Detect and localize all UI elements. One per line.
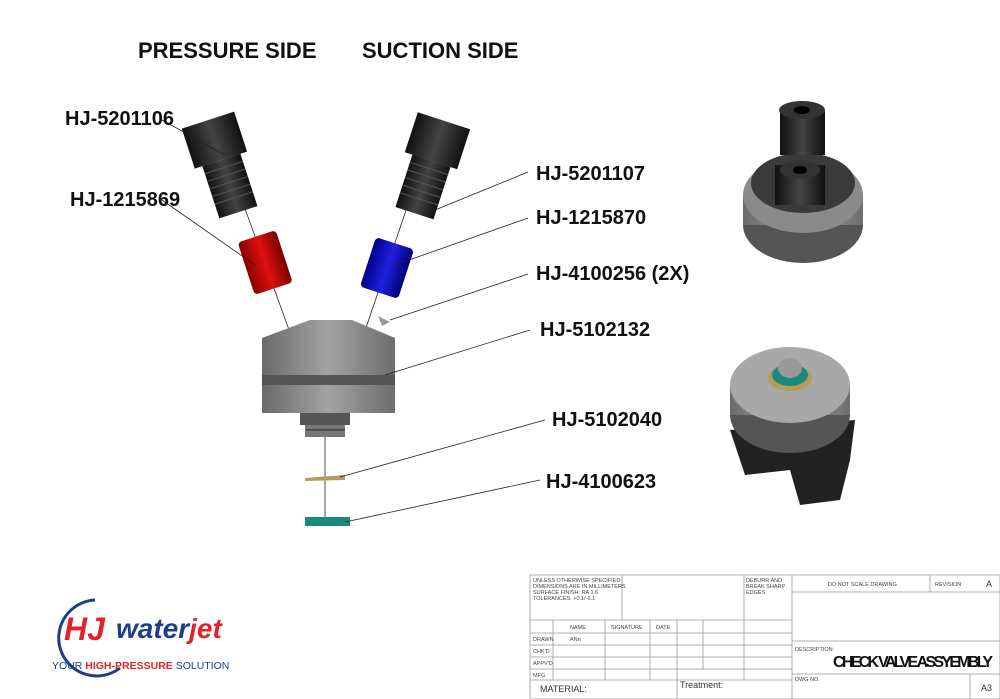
part-label: HJ-1215869 [70,189,180,211]
spec-note: SURFACE FINISH: RA 1.6 [533,590,598,596]
part-label: HJ-5201106 [65,108,174,130]
spec-note: DIMENSIONS ARE IN MILLIMETERS [533,584,626,590]
heading-pressure-side: PRESSURE SIDE [138,38,317,63]
part-label: HJ-4100256 (2X) [536,263,689,285]
drawn-name: ANn [570,637,581,643]
title-block: UNLESS OTHERWISE SPECIFIED: DIMENSIONS A… [529,574,1000,699]
spec-note: TOLERANCES: +0.1/-0.1 [533,596,595,602]
svg-text:DRAWN: DRAWN [533,637,554,643]
svg-text:MFG: MFG [533,673,545,679]
svg-text:YOUR HIGH-PRESSURE SOLUTION: YOUR HIGH-PRESSURE SOLUTION [52,660,229,672]
part-label: HJ-5102040 [552,409,662,431]
treatment-label: Treatment: [680,680,723,690]
washer [305,475,345,481]
part-label: HJ-5201107 [536,163,645,185]
seat-blue [360,238,414,298]
seat-red [238,231,292,294]
part-label: HJ-4100623 [546,471,656,493]
svg-text:CHK'D: CHK'D [533,649,550,655]
svg-text:NAME: NAME [570,625,586,631]
fitting-pressure [181,111,258,219]
part-label: HJ-5102132 [540,319,650,341]
exploded-view [181,111,471,526]
svg-text:DESCRIPTION:: DESCRIPTION: [795,647,835,653]
svg-text:SIGNATURE: SIGNATURE [611,625,643,631]
description: CHECK VALVE ASSYEMBLY [833,654,993,671]
fitting-suction [395,112,471,220]
iso-view-bottom [730,347,855,505]
ball [378,316,390,326]
valve-body [262,320,395,437]
deburr-note: EDGES [746,590,766,596]
svg-text:HJ: HJ [64,611,106,647]
material-label: MATERIAL: [540,684,587,694]
company-logo: HJ waterjet YOUR HIGH-PRESSURE SOLUTION [52,598,229,678]
dwg-no-label: DWG NO. [795,677,820,683]
svg-text:DATE: DATE [656,625,671,631]
deburr-note: BREAK SHARP [746,584,785,590]
spec-note: UNLESS OTHERWISE SPECIFIED: [533,578,622,584]
iso-view-top [743,101,863,263]
sheet-size: A3 [981,683,992,693]
svg-text:waterjet: waterjet [116,613,224,644]
do-not-scale: DO NOT SCALE DRAWING [828,582,897,588]
heading-suction-side: SUCTION SIDE [362,38,518,63]
revision-label: REVISION [935,582,961,588]
revision-value: A [986,579,992,589]
part-label: HJ-1215870 [536,207,646,229]
deburr-note: DEBURR AND [746,578,782,584]
svg-text:APPV'D: APPV'D [533,661,553,667]
seal-disc [305,517,350,526]
